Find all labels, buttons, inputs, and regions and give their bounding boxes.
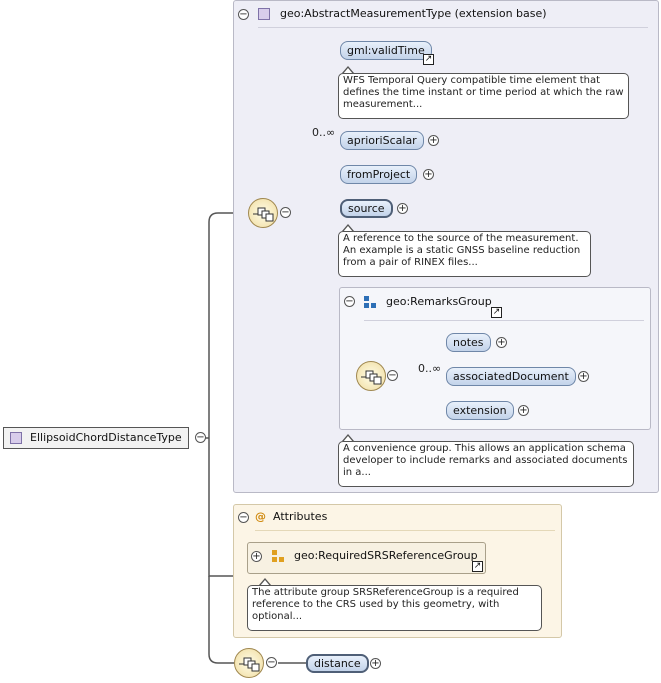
element-distance[interactable]: distance [306, 654, 369, 673]
attributes-title: Attributes [273, 510, 328, 523]
collapse-icon[interactable]: − [280, 207, 291, 218]
reference-link-icon[interactable]: ↗ [472, 561, 483, 572]
element-associateddocument[interactable]: associatedDocument [446, 367, 576, 386]
header-divider [258, 27, 648, 28]
tooltip-arrow [342, 434, 354, 442]
tooltip-arrow [342, 66, 354, 74]
element-extension[interactable]: extension [446, 401, 514, 420]
element-source[interactable]: source [340, 199, 393, 218]
validtime-documentation: WFS Temporal Query compatible time eleme… [338, 73, 629, 119]
attribute-group-icon [272, 550, 284, 562]
collapse-icon[interactable]: − [387, 370, 398, 381]
expand-icon[interactable]: + [423, 169, 434, 180]
element-fromproject[interactable]: fromProject [340, 165, 418, 184]
complex-type-icon [258, 8, 270, 20]
extension-base-title: geo:AbstractMeasurementType (extension b… [280, 7, 547, 20]
collapse-icon[interactable]: − [195, 432, 206, 443]
expand-icon[interactable]: + [578, 371, 589, 382]
cardinality-label: 0..∞ [312, 126, 336, 139]
remarks-group-title: geo:RemarksGroup [386, 295, 492, 308]
tooltip-arrow [259, 578, 271, 586]
attribute-group-label: geo:RequiredSRSReferenceGroup [294, 549, 478, 562]
expand-icon[interactable]: + [397, 203, 408, 214]
expand-icon[interactable]: + [428, 135, 439, 146]
sequence-compositor-icon[interactable] [234, 648, 264, 678]
reference-link-icon[interactable]: ↗ [491, 307, 502, 318]
attribute-group-box[interactable] [247, 542, 486, 574]
group-divider [364, 320, 644, 321]
attributes-documentation: The attribute group SRSReferenceGroup is… [247, 585, 542, 631]
element-validtime[interactable]: gml:validTime [340, 41, 432, 60]
element-aprioriscalar[interactable]: aprioriScalar [340, 131, 424, 150]
expand-icon[interactable]: + [496, 337, 507, 348]
expand-icon[interactable]: + [251, 551, 262, 562]
tooltip-arrow [342, 224, 354, 232]
element-notes[interactable]: notes [446, 333, 491, 352]
collapse-icon[interactable]: − [238, 9, 249, 20]
root-complex-type[interactable]: EllipsoidChordDistanceType [3, 427, 189, 449]
at-icon: @ [255, 510, 266, 523]
sequence-compositor-icon[interactable] [248, 198, 278, 228]
source-documentation: A reference to the source of the measure… [338, 231, 591, 277]
collapse-icon[interactable]: − [238, 512, 249, 523]
expand-icon[interactable]: + [370, 658, 381, 669]
attributes-divider [255, 530, 555, 531]
expand-icon[interactable]: + [518, 405, 529, 416]
cardinality-label: 0..∞ [418, 362, 442, 375]
collapse-icon[interactable]: − [344, 296, 355, 307]
collapse-icon[interactable]: − [266, 657, 277, 668]
remarks-group-documentation: A convenience group. This allows an appl… [338, 441, 634, 487]
reference-link-icon[interactable]: ↗ [423, 54, 434, 65]
complex-type-icon [10, 432, 22, 444]
sequence-compositor-icon[interactable] [356, 361, 386, 391]
group-icon [364, 296, 376, 308]
